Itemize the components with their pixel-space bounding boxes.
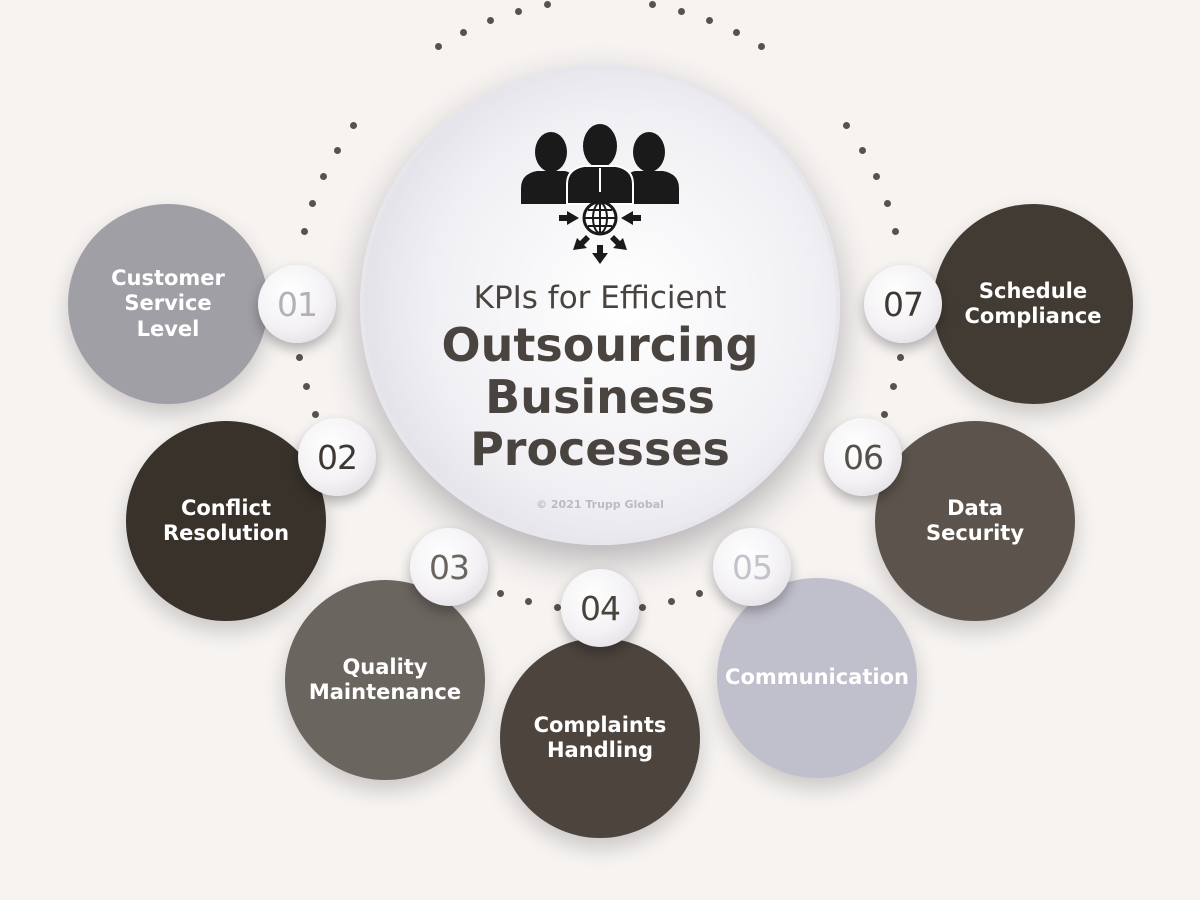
connector-dot	[434, 42, 442, 50]
connector-dot	[460, 28, 468, 36]
kpi-circle-data-security: Data Security	[875, 421, 1075, 621]
infographic-title-line-3: Processes	[470, 422, 730, 476]
kpi-label: Conflict Resolution	[162, 495, 290, 545]
connector-dot	[487, 16, 495, 24]
connector-dot	[892, 227, 900, 235]
connector-dot	[333, 146, 341, 154]
badge-number: 01	[277, 284, 318, 324]
kpi-label: Complaints Handling	[533, 712, 667, 762]
connector-dot	[638, 603, 646, 611]
connector-dot	[872, 172, 880, 180]
connector-dot	[678, 7, 685, 15]
connector-dot	[320, 172, 328, 180]
connector-dot	[554, 603, 562, 611]
people-network-icon	[521, 124, 679, 264]
kpi-label: Communication	[725, 665, 909, 690]
connector-dot	[349, 122, 357, 130]
connector-dot	[543, 1, 551, 9]
infographic-title-line-1: Outsourcing	[441, 318, 759, 372]
badge-number: 05	[732, 547, 773, 587]
badge-number: 06	[843, 437, 884, 477]
kpi-circle-customer-service-level: Customer Service Level	[68, 204, 268, 404]
number-badge-07: 07	[864, 265, 942, 343]
connector-dot	[732, 28, 740, 36]
kpi-circle-conflict-resolution: Conflict Resolution	[126, 421, 326, 621]
number-badge-04: 04	[561, 569, 639, 647]
connector-dot	[881, 410, 889, 418]
kpi-circle-quality-maintenance: Quality Maintenance	[285, 580, 485, 780]
connector-dot	[497, 589, 505, 597]
connector-dot	[758, 42, 766, 50]
connector-dot	[705, 16, 713, 24]
connector-dot	[896, 354, 904, 362]
number-badge-01: 01	[258, 265, 336, 343]
connector-dot	[300, 227, 308, 235]
kpi-circle-communication: Communication	[717, 578, 917, 778]
number-badge-06: 06	[824, 418, 902, 496]
number-badge-02: 02	[298, 418, 376, 496]
connector-dot	[311, 410, 319, 418]
badge-number: 02	[317, 437, 358, 477]
connector-dot	[525, 598, 533, 606]
kpi-label: Quality Maintenance	[308, 654, 462, 704]
connector-dot	[649, 1, 657, 9]
kpi-circle-complaints-handling: Complaints Handling	[500, 638, 700, 838]
number-badge-05: 05	[713, 528, 791, 606]
connector-dot	[308, 199, 316, 207]
connector-dot	[695, 589, 703, 597]
connector-dot	[890, 383, 898, 390]
number-badge-03: 03	[410, 528, 488, 606]
infographic-title-line-2: Business	[485, 370, 715, 424]
kpi-label: Customer Service Level	[111, 266, 225, 341]
badge-number: 07	[883, 284, 924, 324]
connector-dot	[884, 199, 891, 207]
connector-dot	[843, 122, 851, 130]
connector-dot	[302, 383, 310, 390]
kpi-label: Data Security	[925, 495, 1025, 545]
connector-dot	[859, 146, 867, 154]
badge-number: 04	[580, 588, 621, 628]
connector-dot	[514, 7, 522, 15]
copyright-notice: © 2021 Trupp Global	[536, 498, 664, 511]
badge-number: 03	[429, 547, 470, 587]
infographic-subtitle: KPIs for Efficient	[473, 280, 727, 316]
kpi-circle-schedule-compliance: Schedule Compliance	[933, 204, 1133, 404]
kpi-label: Schedule Compliance	[964, 278, 1102, 328]
connector-dot	[296, 354, 304, 362]
connector-dot	[667, 598, 675, 606]
